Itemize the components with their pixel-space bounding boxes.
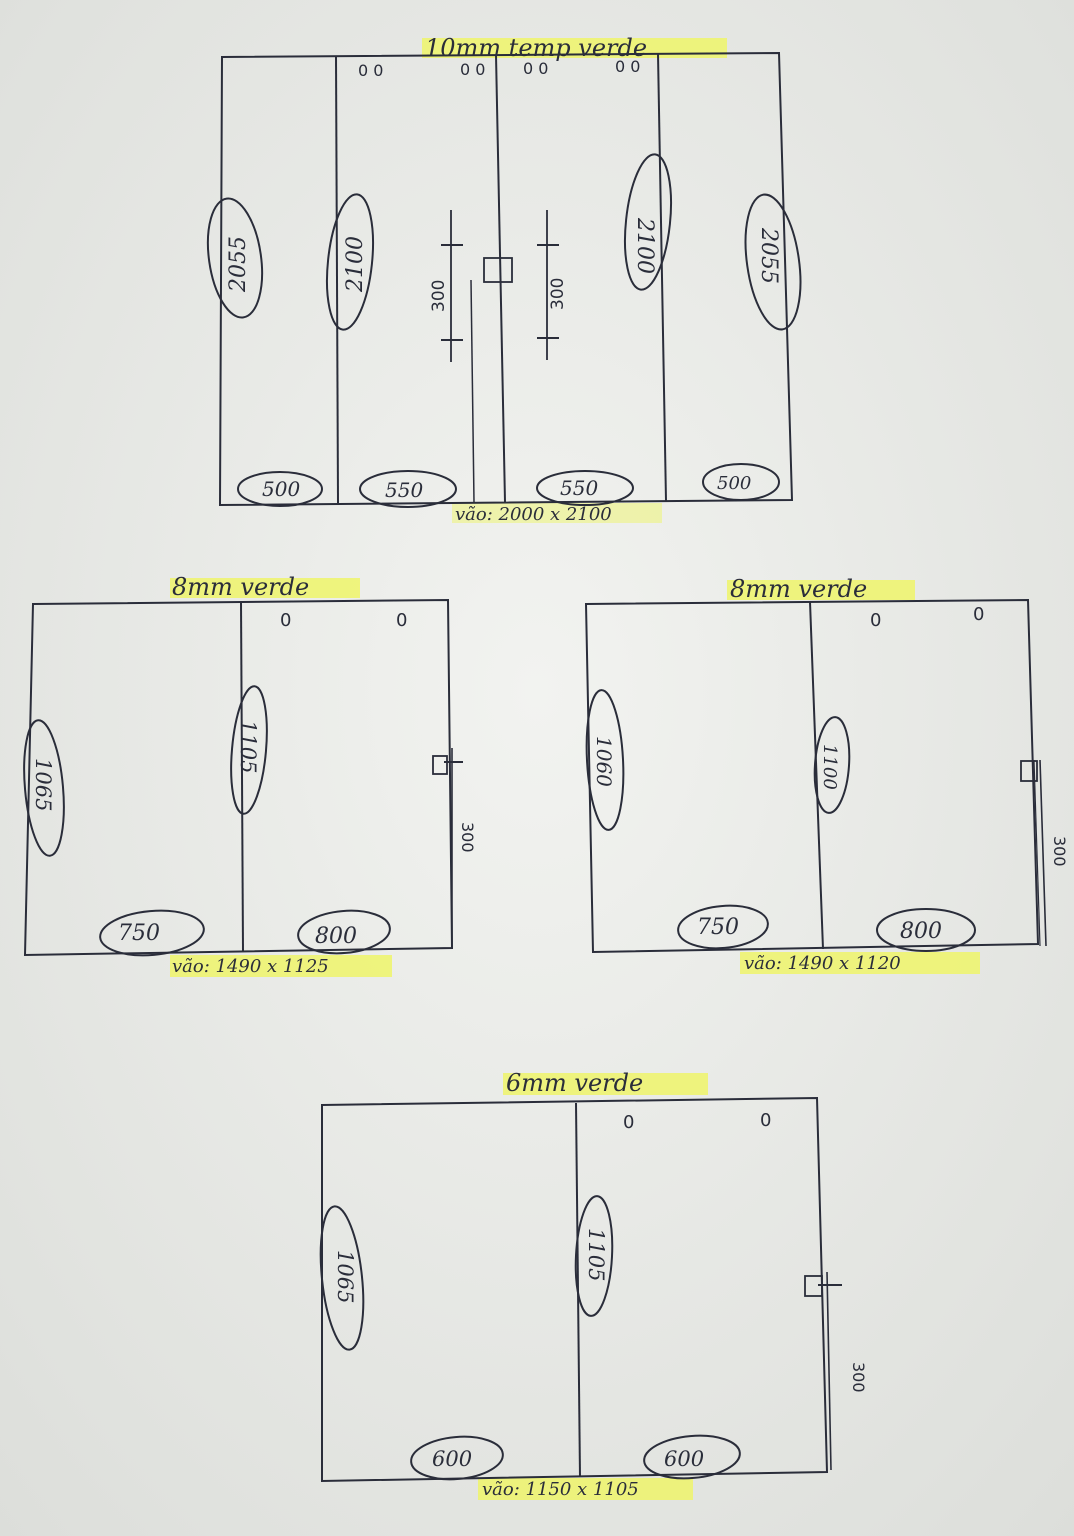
- hole-pair: 0 0: [358, 61, 383, 80]
- panel-height: 2100: [632, 217, 657, 274]
- hole-mark: 0: [870, 610, 881, 631]
- panel-width: 750: [118, 921, 160, 946]
- dimension-circle: [297, 909, 391, 955]
- drawing-6mm: [319, 1073, 842, 1500]
- dimension-circle: [876, 908, 976, 952]
- drawing-10mm-labels: 10mm temp verde 0 0 0 0 0 0 0 0 2055 210…: [226, 34, 781, 525]
- panel-height: 1105: [236, 720, 260, 773]
- hole-mark: 0: [396, 610, 407, 631]
- drawing-title: 6mm verde: [506, 1069, 643, 1097]
- panel-width: 500: [717, 473, 751, 494]
- outer-frame: [218, 51, 794, 507]
- dimension-circle: [206, 197, 264, 319]
- handle-length: 300: [548, 278, 568, 310]
- drawing-title: 10mm temp verde: [425, 34, 647, 62]
- panel-height: 1065: [31, 758, 55, 811]
- span-label: vão: 2000 x 2100: [455, 504, 612, 525]
- outer-frame: [321, 1096, 829, 1483]
- span-label: vão: 1150 x 1105: [482, 1479, 639, 1500]
- dimension-circle: [230, 685, 268, 815]
- hole-mark: 0: [623, 1112, 634, 1133]
- lock-box: [483, 257, 513, 283]
- dimension-circle: [99, 909, 205, 957]
- drawing-8mm-left: [23, 578, 463, 977]
- handle-bar: [826, 1271, 832, 1471]
- lock-box: [432, 755, 448, 775]
- panel-width: 550: [560, 476, 598, 500]
- dimension-circle: [574, 1195, 614, 1317]
- panel-width: 750: [697, 915, 739, 940]
- span-highlight: [478, 1478, 693, 1500]
- dimension-circle: [744, 193, 802, 331]
- panel-divider: [657, 53, 667, 502]
- dimension-circle: [325, 193, 375, 331]
- hole-mark: 0: [280, 610, 291, 631]
- panel-width: 500: [262, 477, 300, 501]
- panel-height: 2055: [226, 236, 251, 293]
- panel-width: 600: [432, 1447, 472, 1471]
- span-highlight: [452, 503, 662, 523]
- panel-height: 2100: [343, 236, 368, 293]
- dimension-circle: [237, 471, 323, 507]
- handle-length: 300: [458, 822, 477, 853]
- drawing-title: 8mm verde: [730, 575, 867, 603]
- drawing-8mm-right-labels: 8mm verde 0 0 1060 1100 300 750 800 vão:…: [592, 575, 1069, 974]
- hole-mark: 0: [760, 1110, 771, 1131]
- hole-mark: 0: [973, 604, 984, 625]
- drawing-8mm-left-labels: 8mm verde 0 0 1065 1105 300 750 800 vão:…: [31, 573, 477, 977]
- dimension-circle: [410, 1435, 504, 1481]
- dimension-circle: [585, 689, 625, 831]
- hole-pair: 0 0: [615, 57, 640, 76]
- dimension-circle: [536, 470, 634, 506]
- handle-bar: [1039, 759, 1047, 947]
- dimension-circle: [359, 470, 457, 508]
- dimension-circle: [23, 719, 65, 857]
- title-highlight: [727, 580, 915, 600]
- hole-pair: 0 0: [460, 60, 485, 79]
- panel-width: 800: [315, 924, 357, 949]
- panel-width: 600: [664, 1447, 704, 1471]
- span-label: vão: 1490 x 1125: [172, 956, 329, 977]
- panel-divider: [240, 601, 244, 952]
- panel-height: 1105: [584, 1228, 608, 1281]
- panel-divider: [495, 54, 506, 503]
- dimension-circle: [319, 1205, 365, 1351]
- drawing-10mm: [206, 38, 802, 523]
- handle-length: 300: [1050, 836, 1069, 867]
- panel-width: 550: [385, 478, 423, 502]
- handle-length: 300: [429, 280, 449, 312]
- panel-width: 800: [900, 919, 942, 944]
- panel-divider: [809, 601, 824, 950]
- handle-bar: [1033, 759, 1041, 947]
- span-highlight: [740, 952, 980, 974]
- panel-height: 2055: [756, 227, 781, 284]
- hole-pair: 0 0: [523, 59, 548, 78]
- dimension-circle: [677, 904, 769, 950]
- outer-frame: [584, 598, 1040, 954]
- drawing-8mm-right: [584, 580, 1047, 974]
- drawing-title: 8mm verde: [172, 573, 309, 601]
- drawing-6mm-labels: 6mm verde 0 0 1065 1105 300 600 600 vão:…: [333, 1069, 868, 1500]
- dimension-circle: [813, 716, 851, 814]
- handle-length: 300: [849, 1362, 868, 1393]
- panel-height: 1100: [819, 744, 840, 790]
- dimension-circle: [623, 153, 673, 291]
- panel-height: 1065: [333, 1250, 357, 1303]
- panel-divider: [335, 55, 339, 504]
- lock-box: [1020, 760, 1038, 782]
- span-label: vão: 1490 x 1120: [744, 953, 901, 974]
- title-highlight: [503, 1073, 708, 1095]
- dimension-circle: [702, 463, 780, 501]
- title-highlight: [170, 578, 360, 598]
- dimension-circle: [643, 1434, 741, 1480]
- handle-rail: [470, 279, 475, 503]
- panel-height: 1060: [592, 736, 616, 787]
- span-highlight: [170, 955, 392, 977]
